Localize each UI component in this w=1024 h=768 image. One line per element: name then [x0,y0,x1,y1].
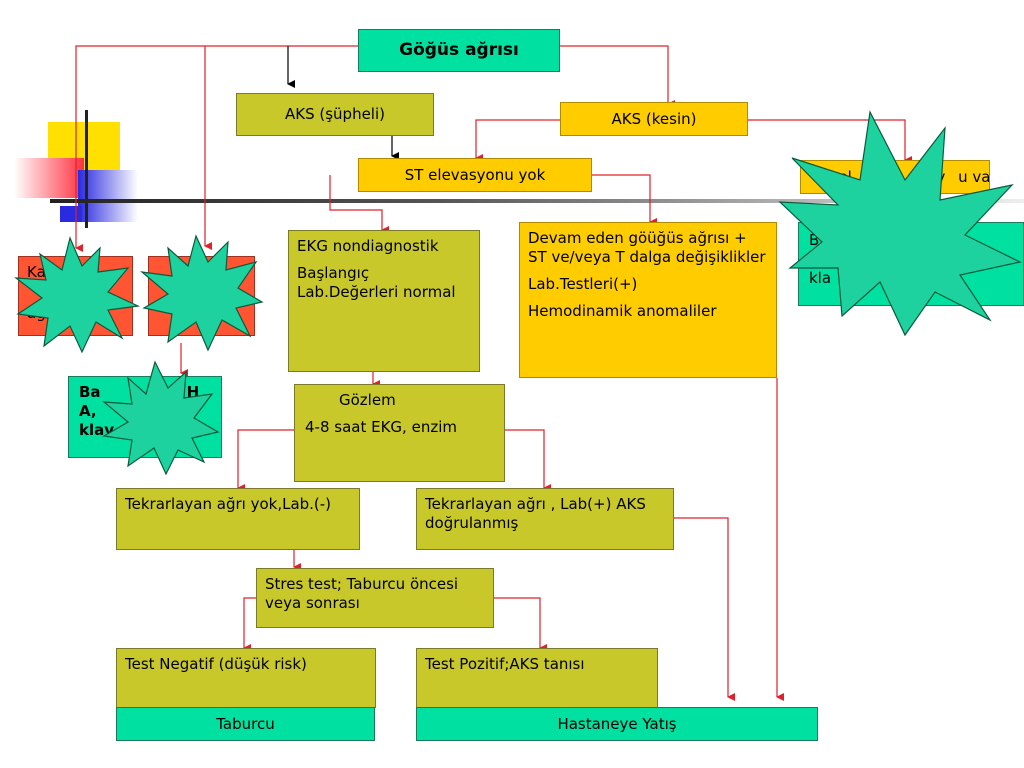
decor-horizontal-line [50,199,1024,203]
left-red-node-2: d [148,256,255,336]
stress-test-label: Stres test; Taburcu öncesi veya sonrası [265,575,459,612]
observation-node: Gözlem 4-8 saat EKG, enzim [294,384,505,482]
ekg-line1: EKG nondiagnostik [297,237,439,255]
right-guideline-line3: kla [809,269,832,287]
left-guideline-line1: Ba [79,383,101,401]
st-elevation-label-part3: u var [958,168,990,186]
observation-title: Gözlem [339,391,396,409]
st-elevation-label-part2: sy [928,168,946,186]
test-positive-label: Test Pozitif;AKS tanısı [425,655,585,673]
discharge-label: Taburcu [216,715,275,733]
test-positive-node: Test Pozitif;AKS tanısı [416,648,658,708]
ongoing-line2: Lab.Testleri(+) [528,275,638,293]
right-guideline-line2: için [809,250,836,268]
ekg-line2: Başlangıç Lab.Değerleri normal [297,264,456,301]
right-guideline-line1: B [809,231,820,249]
observation-body: 4-8 saat EKG, enzim [305,418,457,436]
test-negative-label: Test Negatif (düşük risk) [125,655,307,673]
right-guideline-node: B için SC kla uz [798,222,1024,306]
right-guideline-line2b: SC [985,250,1006,268]
admit-label: Hastaneye Yatış [557,715,677,733]
ongoing-line3: Hemodinamik anomaliler [528,302,717,320]
stress-test-node: Stres test; Taburcu öncesi veya sonrası [256,568,494,628]
decor-blue-small [60,206,82,222]
aks-definite-label: AKS (kesin) [611,110,697,128]
left-guideline-line2: A, [79,402,97,420]
left-guideline-line3: klav [79,421,115,439]
st-elevation-node: ST el sy u var [800,160,990,194]
ekg-nondiagnostic-node: EKG nondiagnostik Başlangıç Lab.Değerler… [288,230,480,372]
left-red-node-1: Kal ağ [18,256,133,336]
aks-definite-node: AKS (kesin) [560,102,748,136]
no-recurrence-node: Tekrarlayan ağrı yok,Lab.(-) [116,488,360,550]
decor-vertical-line [85,110,88,228]
no-st-elevation-node: ST elevasyonu yok [358,158,592,192]
no-recurrence-label: Tekrarlayan ağrı yok,Lab.(-) [125,495,332,513]
admit-node: Hastaneye Yatış [416,707,818,741]
no-st-elevation-label: ST elevasyonu yok [404,166,546,184]
recurrence-node: Tekrarlayan ağrı , Lab(+) AKS doğrulanmı… [416,488,674,550]
left-red-2-line2: d [167,285,177,303]
right-guideline-line3b: uz [861,269,879,287]
root-label: Göğüs ağrısı [399,40,519,60]
left-red-1-line2: ağ [27,304,46,322]
discharge-node: Taburcu [116,707,375,741]
ongoing-pain-node: Devam eden göüğüs ağrısı + ST ve/veya T … [519,222,777,378]
left-guideline-line1b: H [186,383,200,401]
st-elevation-label: ST el [815,168,852,186]
root-node: Göğüs ağrısı [358,29,560,72]
test-negative-node: Test Negatif (düşük risk) [116,648,376,708]
recurrence-label: Tekrarlayan ağrı , Lab(+) AKS doğrulanmı… [425,495,646,532]
decor-red-gradient [14,158,84,198]
aks-suspected-node: AKS (şüpheli) [236,93,434,136]
left-guideline-node: Ba H A, klav [68,376,222,458]
aks-suspected-label: AKS (şüpheli) [284,105,385,123]
left-red-1-line1: Kal [27,263,50,281]
ongoing-line1: Devam eden göüğüs ağrısı + ST ve/veya T … [528,229,766,266]
